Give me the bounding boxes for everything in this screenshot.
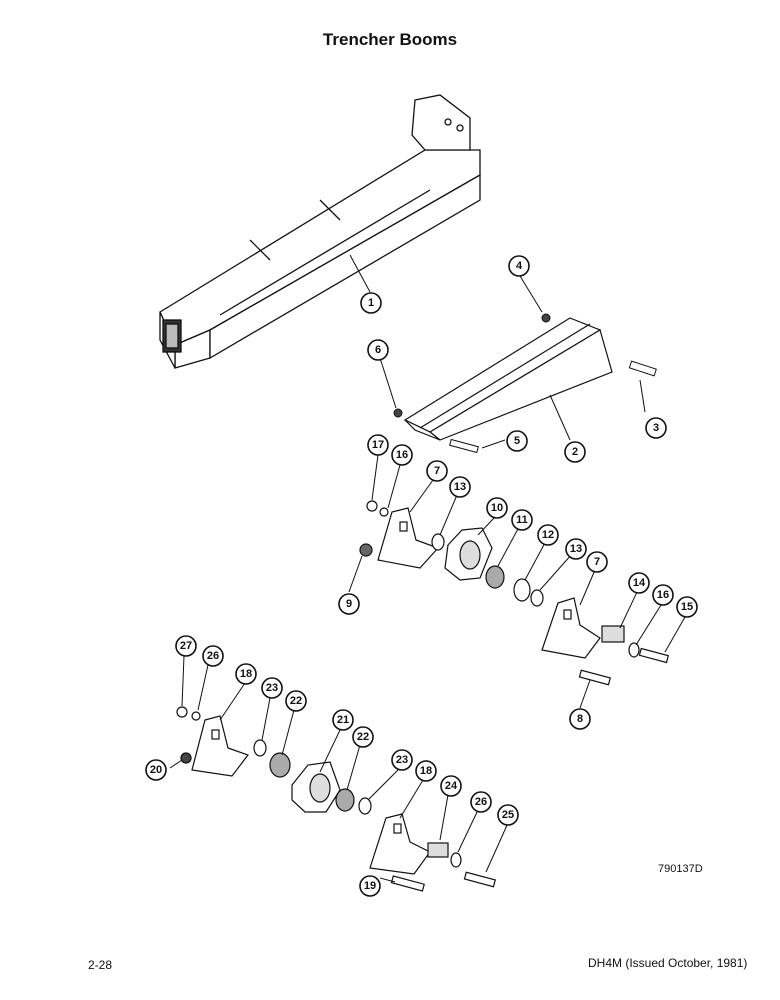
figure-number: 790137D — [658, 863, 703, 875]
fasteners-upper — [393, 313, 657, 454]
callout-13-lower: 13 — [565, 538, 587, 560]
svg-text:19: 19 — [364, 880, 376, 892]
callout-15: 15 — [676, 596, 698, 618]
svg-text:16: 16 — [396, 449, 408, 461]
callout-26-lower: 26 — [470, 791, 492, 813]
svg-text:16: 16 — [657, 589, 669, 601]
callout-18-upper: 18 — [235, 663, 257, 685]
callout-9: 9 — [338, 593, 360, 615]
callout-26-upper: 26 — [202, 645, 224, 667]
page-number: 2-28 — [88, 958, 113, 972]
callout-25: 25 — [497, 804, 519, 826]
callout-19: 19 — [359, 875, 381, 897]
svg-text:27: 27 — [180, 640, 192, 652]
upper-hub-assembly — [359, 500, 670, 686]
svg-text:21: 21 — [337, 714, 349, 726]
callout-8: 8 — [569, 708, 591, 730]
callout-2: 2 — [564, 441, 586, 463]
svg-text:22: 22 — [290, 695, 302, 707]
svg-text:15: 15 — [681, 601, 693, 613]
callout-14: 14 — [628, 572, 650, 594]
svg-text:22: 22 — [357, 731, 369, 743]
page-title: Trencher Booms — [322, 30, 458, 49]
svg-text:1: 1 — [368, 297, 374, 309]
svg-text:3: 3 — [653, 422, 659, 434]
svg-text:7: 7 — [594, 556, 600, 568]
svg-text:6: 6 — [375, 344, 381, 356]
callout-13-upper: 13 — [449, 476, 471, 498]
callout-22-upper: 22 — [285, 690, 307, 712]
svg-text:7: 7 — [434, 465, 440, 477]
svg-text:10: 10 — [491, 502, 503, 514]
bracket-part — [403, 317, 613, 441]
svg-text:9: 9 — [346, 598, 352, 610]
svg-text:5: 5 — [514, 435, 520, 447]
svg-text:18: 18 — [420, 765, 432, 777]
callout-17: 17 — [367, 434, 389, 456]
callout-27: 27 — [175, 635, 197, 657]
callout-5: 5 — [506, 430, 528, 452]
boom-part — [159, 94, 481, 369]
svg-text:13: 13 — [570, 543, 582, 555]
svg-text:26: 26 — [475, 796, 487, 808]
callout-16-right: 16 — [652, 584, 674, 606]
callout-6: 6 — [367, 339, 389, 361]
callout-10: 10 — [486, 497, 508, 519]
callout-20: 20 — [145, 759, 167, 781]
svg-text:24: 24 — [445, 780, 458, 792]
svg-text:25: 25 — [502, 809, 514, 821]
svg-text:18: 18 — [240, 668, 252, 680]
callout-3: 3 — [645, 417, 667, 439]
callout-7-lower: 7 — [586, 551, 608, 573]
svg-text:14: 14 — [633, 577, 646, 589]
svg-text:11: 11 — [516, 514, 528, 526]
callout-16-upper: 16 — [391, 444, 413, 466]
document-reference: DH4M (Issued October, 1981) — [588, 956, 748, 970]
svg-text:23: 23 — [396, 754, 408, 766]
callout-23-upper: 23 — [261, 677, 283, 699]
svg-text:4: 4 — [516, 260, 523, 272]
callout-1: 1 — [360, 292, 382, 314]
callout-24: 24 — [440, 775, 462, 797]
callout-23-lower: 23 — [391, 749, 413, 771]
leader-lines — [169, 254, 686, 883]
svg-text:12: 12 — [542, 529, 554, 541]
svg-text:2: 2 — [572, 446, 578, 458]
callout-21: 21 — [332, 709, 354, 731]
callout-18-lower: 18 — [415, 760, 437, 782]
svg-text:23: 23 — [266, 682, 278, 694]
callout-12: 12 — [537, 524, 559, 546]
svg-text:26: 26 — [207, 650, 219, 662]
callout-22-lower: 22 — [352, 726, 374, 748]
svg-text:20: 20 — [150, 764, 162, 776]
svg-text:13: 13 — [454, 481, 466, 493]
svg-text:8: 8 — [577, 713, 583, 725]
callout-4: 4 — [508, 255, 530, 277]
callout-11: 11 — [511, 509, 533, 531]
callout-7-upper: 7 — [426, 460, 448, 482]
svg-text:17: 17 — [372, 439, 384, 451]
lower-hub-assembly — [176, 706, 497, 892]
